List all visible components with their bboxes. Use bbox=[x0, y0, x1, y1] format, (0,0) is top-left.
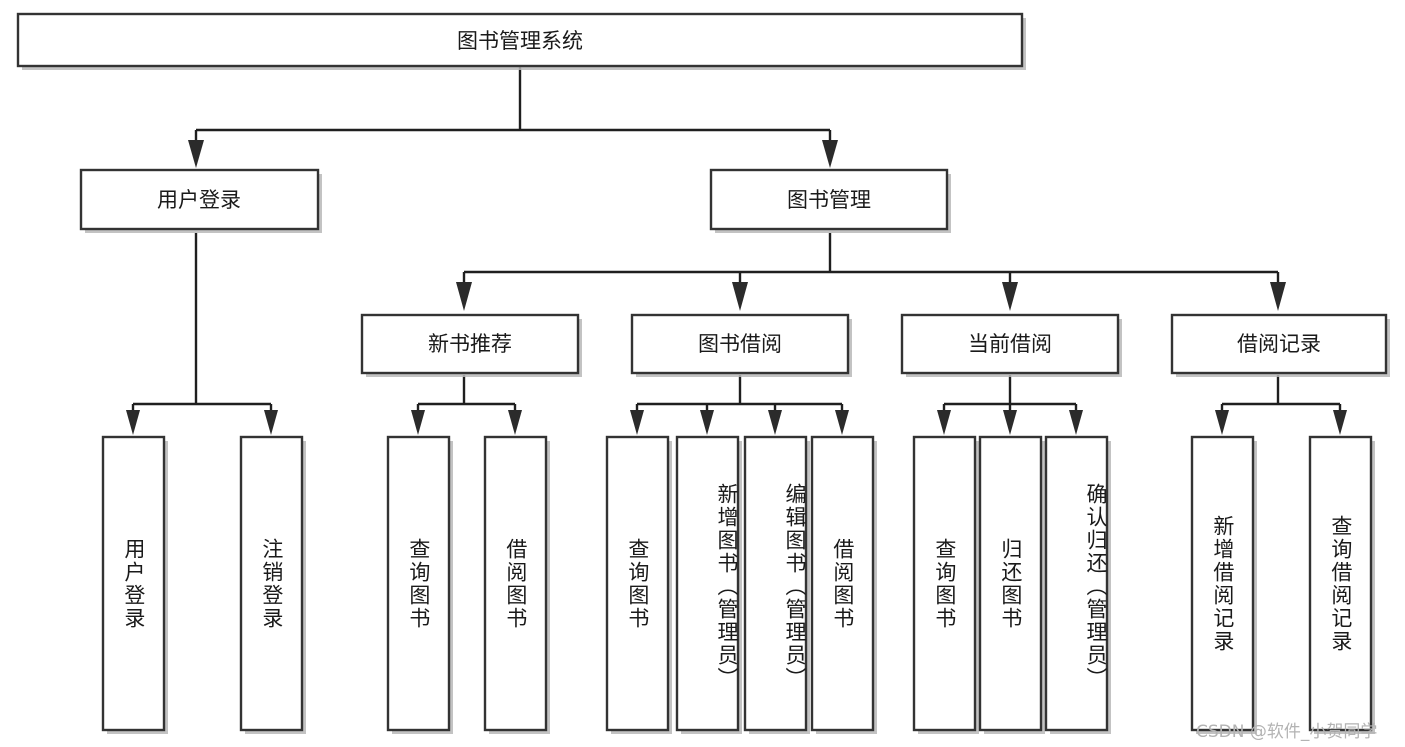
arrowhead-user-login bbox=[188, 140, 204, 168]
node-book-manage-label: 图书管理 bbox=[787, 188, 871, 212]
arrowhead-book-manage bbox=[822, 140, 838, 168]
arrowhead-leaf-query-book-2 bbox=[630, 410, 644, 435]
node-current-borrow[interactable]: 当前借阅 bbox=[900, 313, 1122, 377]
node-root-label: 图书管理系统 bbox=[457, 29, 583, 53]
arrowhead-leaf-add-book bbox=[700, 410, 714, 435]
node-current-borrow-box[interactable] bbox=[900, 313, 1120, 375]
node-root-box[interactable] bbox=[16, 12, 1024, 68]
arrowhead-leaf-borrow-book-2 bbox=[835, 410, 849, 435]
arrowhead-current-borrow bbox=[1002, 282, 1018, 311]
leaf-confirm-return-box[interactable] bbox=[1044, 435, 1109, 732]
node-user-login-label: 用户登录 bbox=[157, 188, 241, 212]
leaf-user-logout-box[interactable] bbox=[239, 435, 304, 732]
leaf-borrow-book-1-box[interactable] bbox=[483, 435, 548, 732]
node-user-login[interactable]: 用户登录 bbox=[79, 168, 322, 233]
arrowhead-leaf-edit-book bbox=[768, 410, 782, 435]
connector-group-borrow-record bbox=[1215, 375, 1347, 435]
leaf-query-record-box[interactable] bbox=[1308, 435, 1373, 732]
node-book-borrow-box[interactable] bbox=[630, 313, 850, 375]
node-new-book-recommend-box[interactable] bbox=[360, 313, 580, 375]
arrowhead-leaf-query-book-1 bbox=[411, 410, 425, 435]
node-borrow-record-label: 借阅记录 bbox=[1237, 332, 1321, 356]
connector-group-new-book-recommend bbox=[411, 375, 522, 435]
connector-group-root bbox=[188, 66, 838, 168]
arrowhead-leaf-query-book-3 bbox=[937, 410, 951, 435]
node-new-book-recommend-label: 新书推荐 bbox=[428, 332, 512, 356]
node-borrow-record[interactable]: 借阅记录 bbox=[1170, 313, 1390, 377]
node-borrow-record-box[interactable] bbox=[1170, 313, 1388, 375]
arrowhead-leaf-query-record bbox=[1333, 410, 1347, 435]
arrowhead-book-borrow bbox=[732, 282, 748, 311]
arrowhead-leaf-user-logout bbox=[264, 410, 278, 435]
arrowhead-new-book-recommend bbox=[456, 282, 472, 311]
leaf-add-record-box[interactable] bbox=[1190, 435, 1255, 732]
leaf-user-login-box[interactable] bbox=[101, 435, 166, 732]
leaf-box-group bbox=[101, 435, 1375, 734]
leaf-add-book-box[interactable] bbox=[675, 435, 740, 732]
node-book-manage-box[interactable] bbox=[709, 168, 949, 231]
leaf-borrow-book-2-box[interactable] bbox=[810, 435, 875, 732]
arrowhead-leaf-add-record bbox=[1215, 410, 1229, 435]
arrowhead-leaf-borrow-book-1 bbox=[508, 410, 522, 435]
node-book-borrow-label: 图书借阅 bbox=[698, 332, 782, 356]
leaf-return-book-box[interactable] bbox=[978, 435, 1043, 732]
node-root[interactable]: 图书管理系统 bbox=[16, 12, 1026, 70]
node-current-borrow-label: 当前借阅 bbox=[968, 332, 1052, 356]
node-new-book-recommend[interactable]: 新书推荐 bbox=[360, 313, 582, 377]
connector-group-current-borrow bbox=[937, 375, 1083, 435]
arrowhead-leaf-confirm-return bbox=[1069, 410, 1083, 435]
connector-group-book-borrow bbox=[630, 375, 849, 435]
arrowhead-leaf-return-book bbox=[1003, 410, 1017, 435]
connector-group-book-manage bbox=[456, 233, 1286, 311]
leaf-edit-book-box[interactable] bbox=[743, 435, 808, 732]
leaf-query-book-2-box[interactable] bbox=[605, 435, 670, 732]
arrowhead-leaf-user-login bbox=[126, 410, 140, 435]
connector-group-user-login bbox=[126, 233, 278, 435]
node-book-borrow[interactable]: 图书借阅 bbox=[630, 313, 852, 377]
node-user-login-box[interactable] bbox=[79, 168, 320, 231]
csdn-watermark: CSDN @软件_小贺同学 bbox=[1196, 722, 1378, 742]
node-book-manage[interactable]: 图书管理 bbox=[709, 168, 951, 233]
leaf-query-book-3-box[interactable] bbox=[912, 435, 977, 732]
leaf-query-book-1-box[interactable] bbox=[386, 435, 451, 732]
arrowhead-borrow-record bbox=[1270, 282, 1286, 311]
